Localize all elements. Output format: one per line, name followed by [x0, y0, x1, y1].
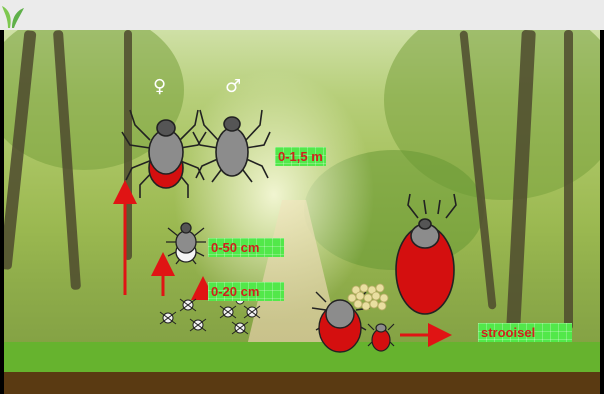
- small-engorged-tick: [368, 324, 394, 351]
- adult-height-label: 0-1,5 m: [275, 147, 326, 166]
- litter-label: strooisel: [478, 323, 572, 342]
- larva-group: [160, 296, 260, 334]
- female-symbol: ♀: [153, 76, 166, 97]
- egg-laying-tick: [312, 292, 370, 352]
- nymph-height-label: 0-50 cm: [208, 238, 284, 257]
- adult-male-tick: [193, 110, 270, 182]
- adult-female-tick: [122, 110, 206, 198]
- male-symbol: ♂: [225, 76, 241, 97]
- larva-height-label: 0-20 cm: [208, 282, 284, 301]
- nymph-tick: [166, 223, 206, 264]
- leaf-logo-icon: [0, 0, 50, 30]
- engorged-female-tick: [396, 194, 456, 314]
- egg-cluster: [348, 284, 388, 310]
